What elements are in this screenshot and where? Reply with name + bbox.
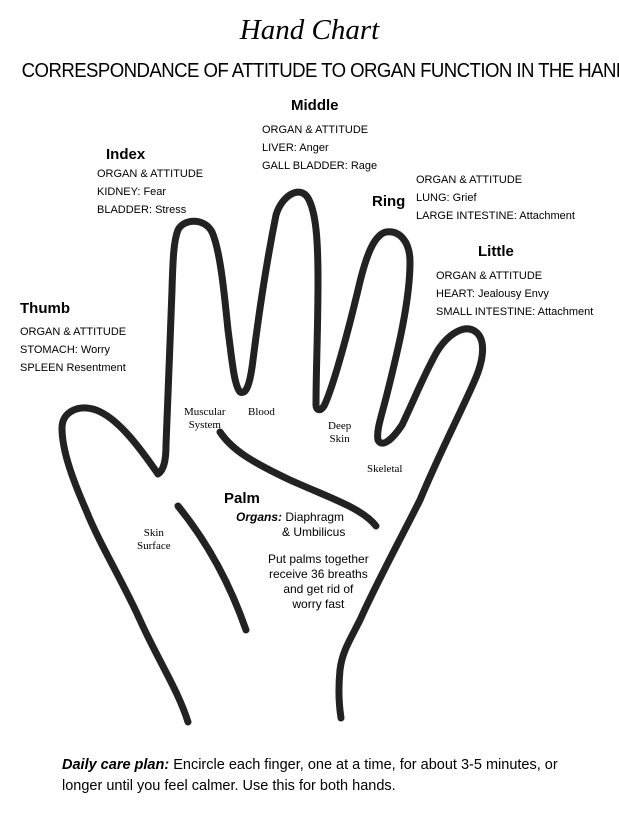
thumb-label: Thumb: [20, 300, 70, 317]
palm-crease-lower: [174, 502, 250, 634]
palm-organs-label: Organs:: [236, 510, 283, 524]
page-title: Hand Chart: [239, 14, 380, 46]
page-subtitle: CORRESPONDANCE OF ATTITUDE TO ORGAN FUNC…: [21, 60, 619, 82]
palm-crease-upper: [216, 428, 380, 530]
palm-note-line-1: Put palms together: [268, 552, 369, 566]
palm-organs-line-1: Diaphragm: [285, 510, 345, 524]
skin-surface-label: Skin Surface: [137, 527, 171, 553]
palm-organs: Organs: Diaphragm & Umbilicus: [236, 510, 345, 540]
middle-line-1: LIVER: Anger: [262, 142, 329, 154]
hand-outline: [58, 188, 486, 726]
ring-finger-attributes: ORGAN & ATTITUDE LUNG: Grief LARGE INTES…: [416, 171, 575, 225]
index-line-1: KIDNEY: Fear: [97, 186, 167, 198]
little-header: ORGAN & ATTITUDE: [436, 270, 543, 282]
thumb-attributes: ORGAN & ATTITUDE STOMACH: Worry SPLEEN R…: [20, 323, 126, 377]
little-finger-label: Little: [478, 243, 514, 260]
skeletal-label: Skeletal: [367, 463, 403, 475]
palm-label: Palm: [224, 490, 260, 507]
deep-skin-line-1: Deep: [328, 420, 352, 432]
care-plan-label: Daily care plan:: [62, 757, 170, 773]
palm-note: Put palms together receive 36 breaths an…: [268, 552, 369, 612]
index-header: ORGAN & ATTITUDE: [97, 168, 204, 180]
muscular-line-2: System: [188, 419, 221, 431]
middle-finger-label: Middle: [291, 97, 339, 114]
little-finger-attributes: ORGAN & ATTITUDE HEART: Jealousy Envy SM…: [436, 267, 593, 321]
palm-note-line-3: and get rid of: [283, 582, 354, 596]
ring-header: ORGAN & ATTITUDE: [416, 174, 523, 186]
palm-note-line-4: worry fast: [292, 597, 345, 611]
thumb-line-1: STOMACH: Worry: [20, 344, 111, 356]
care-plan-text: Encircle each finger, one at a time, for…: [62, 757, 558, 794]
ring-finger-label: Ring: [372, 193, 406, 210]
middle-finger-attributes: ORGAN & ATTITUDE LIVER: Anger GALL BLADD…: [262, 121, 377, 175]
deep-skin-line-2: Skin: [329, 433, 350, 445]
ring-line-1: LUNG: Grief: [416, 192, 477, 204]
index-finger-label: Index: [106, 146, 146, 163]
thumb-line-2: SPLEEN Resentment: [20, 362, 126, 374]
middle-header: ORGAN & ATTITUDE: [262, 124, 369, 136]
index-line-2: BLADDER: Stress: [97, 204, 187, 216]
index-finger-attributes: ORGAN & ATTITUDE KIDNEY: Fear BLADDER: S…: [97, 165, 203, 219]
blood-label: Blood: [248, 406, 275, 418]
daily-care-plan: Daily care plan: Encircle each finger, o…: [62, 755, 582, 797]
little-line-2: SMALL INTESTINE: Attachment: [436, 306, 594, 318]
ring-line-2: LARGE INTESTINE: Attachment: [416, 210, 575, 222]
palm-note-line-2: receive 36 breaths: [269, 567, 368, 581]
palm-organs-line-2: & Umbilicus: [282, 525, 346, 539]
muscular-system-label: Muscular System: [184, 406, 226, 432]
deep-skin-label: Deep Skin: [328, 420, 351, 446]
muscular-line-1: Muscular: [184, 406, 226, 418]
middle-line-2: GALL BLADDER: Rage: [262, 160, 378, 172]
little-line-1: HEART: Jealousy Envy: [436, 288, 549, 300]
skin-surface-line-1: Skin: [143, 527, 164, 539]
thumb-header: ORGAN & ATTITUDE: [20, 326, 127, 338]
skin-surface-line-2: Surface: [137, 540, 171, 552]
